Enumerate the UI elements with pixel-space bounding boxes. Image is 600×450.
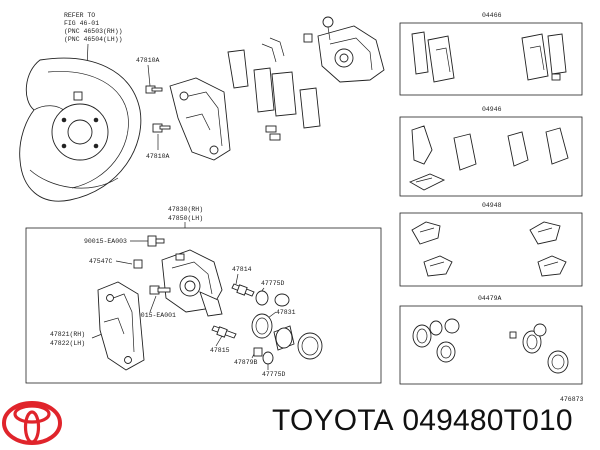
caliper-assembly-box (25, 227, 382, 384)
kit-code-04466: 04466 (482, 12, 502, 19)
callout-47775d-bottom: 47775D (262, 371, 286, 378)
refer-note-line1: REFER TO (64, 12, 95, 19)
kit-04479a: 04479A (399, 295, 583, 385)
kit-04466: 04466 (399, 12, 583, 96)
kit-code-04479a: 04479A (478, 295, 502, 302)
refer-note-line4: (PNC 46504(LH)) (64, 36, 123, 43)
caliper-assembly-callouts: 90015-EA003 47547C 47814 47775D 47831 90… (50, 238, 296, 378)
callout-47850: 47850(LH) (168, 215, 203, 222)
refer-note-line3: (PNC 46503(RH)) (64, 28, 123, 35)
footer-part-label: TOYOTA 049480T010 (272, 404, 598, 444)
callout-47822: 47822(LH) (50, 340, 85, 347)
figure-id: 476873 (560, 396, 584, 403)
kit-box-04948 (399, 212, 583, 287)
callout-47775d-top: 47775D (261, 280, 285, 287)
callout-90015-bottom: 90015-EA001 (133, 312, 176, 319)
lower-bracket (97, 281, 145, 371)
callout-47830: 47830(RH) (168, 206, 203, 213)
slide-pins (149, 283, 255, 339)
dust-shield (19, 57, 142, 202)
caliper-assembly-header: 47830(RH) 47850(LH) (168, 206, 203, 228)
upper-caliper (303, 16, 385, 83)
kit-box-04946 (399, 116, 583, 197)
callout-90015-top: 90015-EA003 (84, 238, 127, 245)
kit-box-04479a (399, 305, 583, 385)
kit-code-04946: 04946 (482, 106, 502, 113)
callout-47814: 47814 (232, 266, 252, 273)
upper-bolts: 47810A 47810A (136, 57, 171, 160)
refer-note-line2: FIG 46-01 (64, 20, 99, 27)
kit-04946: 04946 (399, 106, 583, 197)
callout-47547c: 47547C (89, 258, 113, 265)
footer-brand: TOYOTA (272, 404, 394, 437)
callout-47815: 47815 (210, 347, 230, 354)
callout-47810a-bottom: 47810A (146, 153, 170, 160)
callout-47810a-top: 47810A (136, 57, 160, 64)
kit-box-04466 (399, 22, 583, 96)
caliper-body (161, 249, 223, 317)
callout-47831: 47831 (276, 309, 296, 316)
footer-part-number: 049480T010 (402, 404, 573, 437)
upper-pads (227, 37, 321, 141)
bleeder-screw (133, 235, 165, 269)
seals-and-piston (251, 290, 323, 365)
kit-04948: 04948 (399, 202, 583, 287)
toyota-logo-icon (2, 401, 62, 445)
kit-code-04948: 04948 (482, 202, 502, 209)
upper-mounting-bracket (169, 77, 231, 161)
callout-47879b: 47879B (234, 359, 258, 366)
callout-47821: 47821(RH) (50, 331, 85, 338)
